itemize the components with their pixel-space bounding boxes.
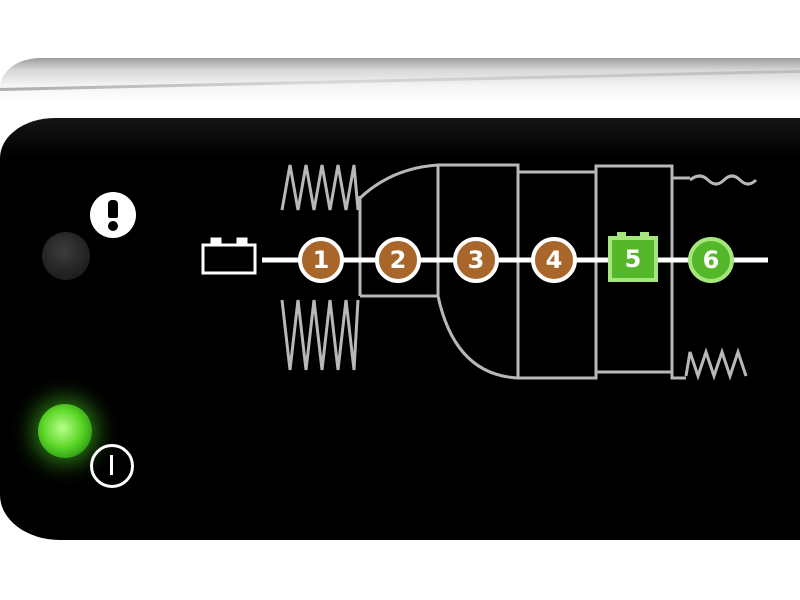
step-3-marker (453, 237, 499, 283)
exclamation-dot (108, 221, 118, 231)
fault-led (42, 232, 90, 280)
step-5-tab-left (617, 232, 626, 238)
power-led (38, 404, 92, 458)
step-6-label: 6 (702, 246, 720, 274)
step-3-label: 3 (467, 246, 485, 274)
waveform-lower (360, 294, 748, 381)
step-5-label: 5 (624, 245, 642, 273)
step-2-marker (375, 237, 421, 283)
step-5-tab-right (640, 232, 649, 238)
waveform-coil-bottom (280, 299, 360, 371)
exclamation-bar (108, 200, 118, 218)
device-bezel (0, 58, 800, 120)
waveform-coil-top (280, 164, 360, 211)
step-2-label: 2 (389, 246, 407, 274)
step-markers (298, 232, 734, 283)
power-icon (90, 444, 134, 488)
step-5-marker (608, 236, 658, 282)
step-1-marker (298, 237, 344, 283)
step-1-label: 1 (312, 246, 330, 274)
panel-sheen (0, 118, 800, 158)
step-6-marker (688, 237, 734, 283)
step-4-label: 4 (545, 246, 563, 274)
battery-icon (201, 237, 257, 275)
power-icon-stem (110, 455, 113, 475)
step-4-marker (531, 237, 577, 283)
exclamation-icon (90, 192, 136, 238)
waveform-upper (358, 163, 758, 200)
charge-waveform (280, 163, 758, 381)
